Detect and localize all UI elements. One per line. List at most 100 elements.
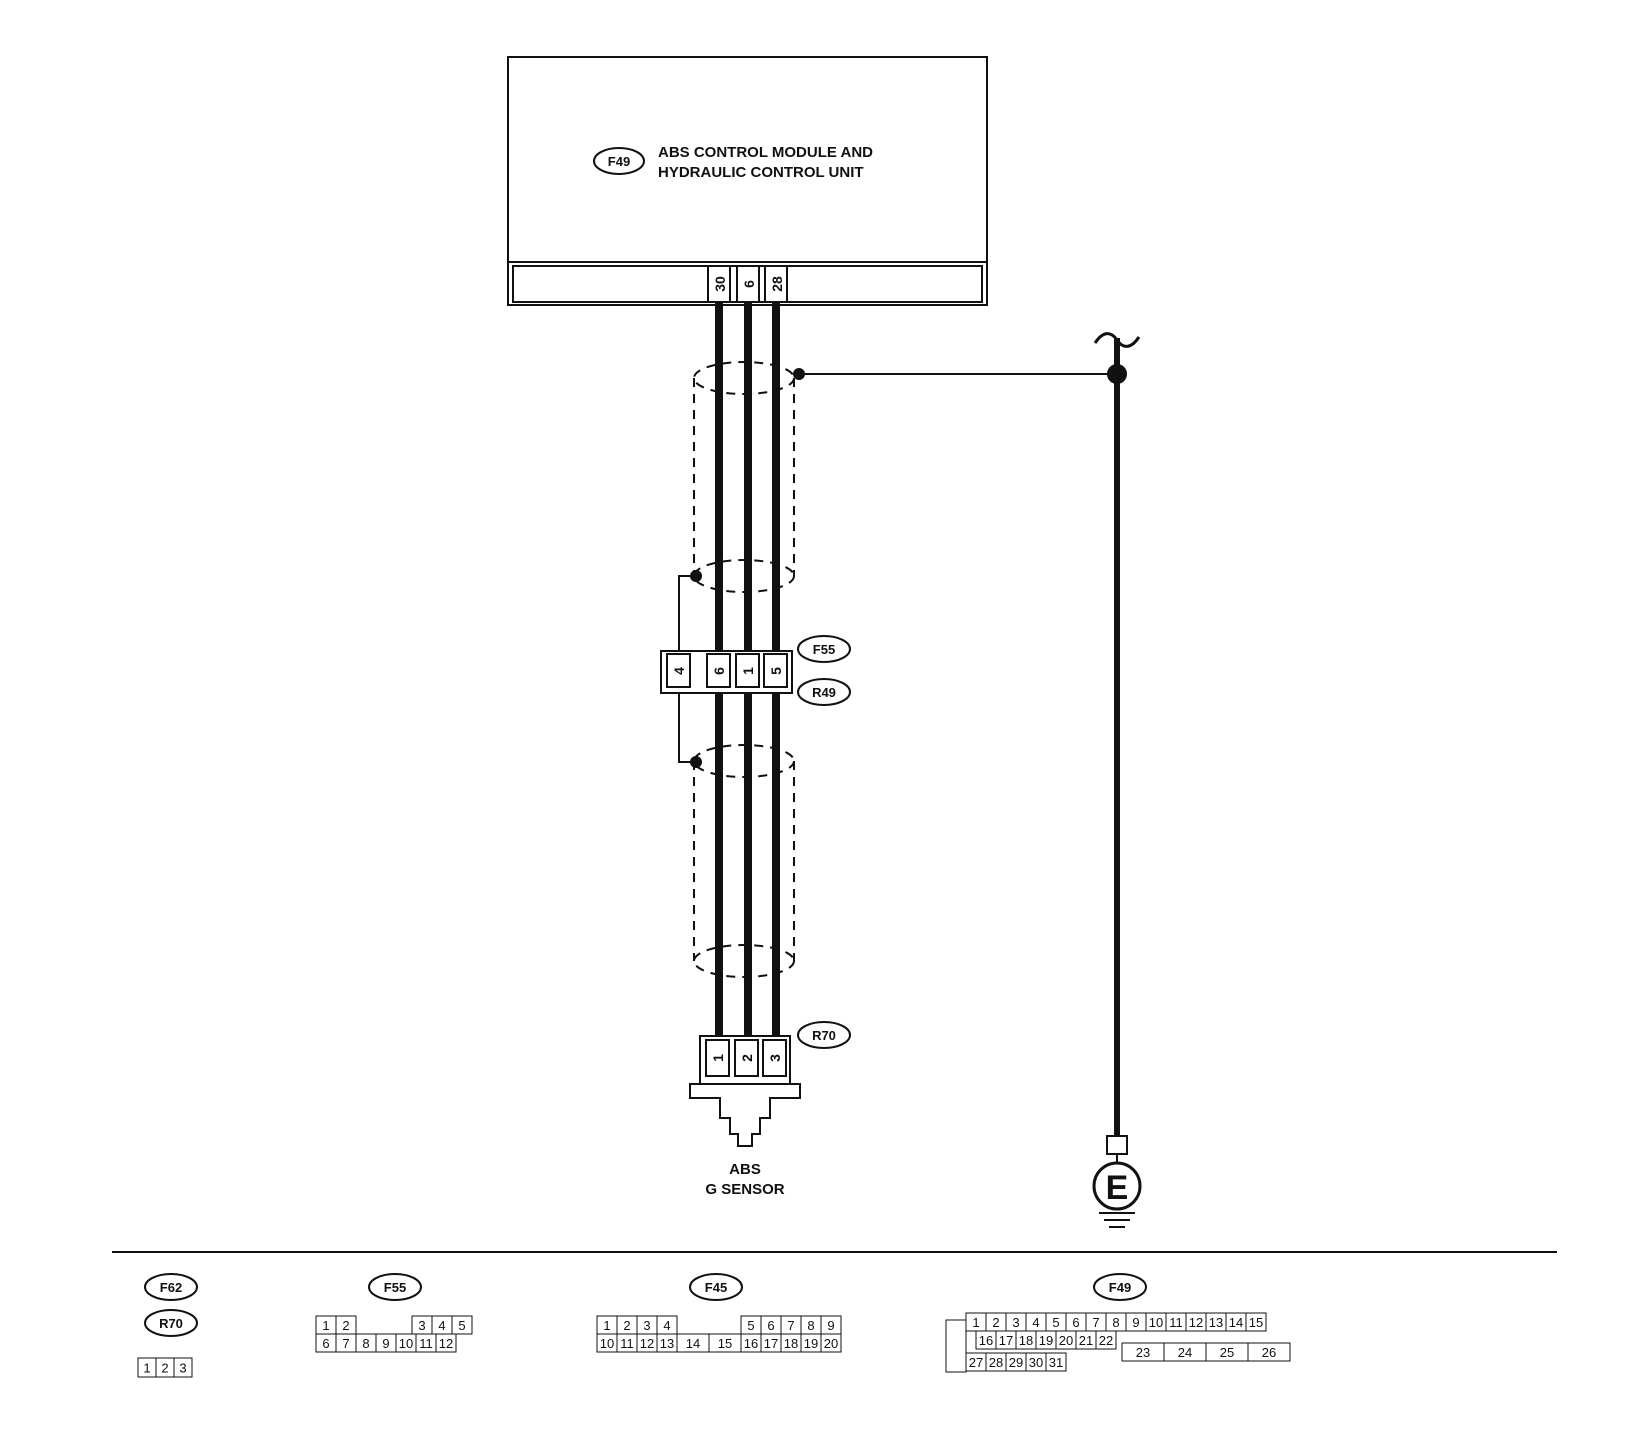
pin-cell: [451, 1315, 473, 1335]
pin-number: 6: [767, 1318, 774, 1333]
pin-number: 5: [1052, 1315, 1059, 1330]
view-code-f55: F55: [384, 1280, 406, 1295]
pin-number: 24: [1178, 1345, 1192, 1360]
pin-number: 7: [787, 1318, 794, 1333]
pin-number: 10: [600, 1336, 614, 1351]
pin-number: 18: [1019, 1333, 1033, 1348]
pin-number: 1: [143, 1361, 150, 1376]
pin-number: 5: [458, 1318, 465, 1333]
pin-number: 2: [623, 1318, 630, 1333]
pin-cell: [820, 1333, 842, 1353]
pin-number: 9: [827, 1318, 834, 1333]
pin-number: 11: [419, 1336, 433, 1351]
junction-pin-1: 4: [671, 667, 687, 675]
pin-number: 1: [322, 1318, 329, 1333]
pin-number: 18: [784, 1336, 798, 1351]
pin-number: 26: [1262, 1345, 1276, 1360]
pin-number: 2: [342, 1318, 349, 1333]
pin-number: 10: [1149, 1315, 1163, 1330]
pin-number: 4: [1032, 1315, 1039, 1330]
pin-number: 27: [969, 1355, 983, 1370]
pin-number: 3: [1012, 1315, 1019, 1330]
view-code-r70: R70: [159, 1316, 183, 1331]
g-sensor: 1 2 3 R70 ABS G SENSOR: [689, 1021, 851, 1198]
module-code: F49: [608, 154, 630, 169]
pin-number: 20: [824, 1336, 838, 1351]
pin-number: 13: [1209, 1315, 1223, 1330]
signal-wires: [715, 302, 780, 1036]
abs-control-module: 30 6 28 F49 ABS CONTROL MODULE AND HYDRA…: [507, 56, 988, 306]
pin-number: 28: [989, 1355, 1003, 1370]
pin-number: 2: [161, 1361, 168, 1376]
pin-cell: [1245, 1312, 1267, 1332]
pin-number: 11: [620, 1336, 634, 1351]
pin-number: 12: [439, 1336, 453, 1351]
pin-number: 31: [1049, 1355, 1063, 1370]
pin-number: 3: [418, 1318, 425, 1333]
pin-number: 8: [807, 1318, 814, 1333]
pin-number: 12: [640, 1336, 654, 1351]
pin-number: 23: [1136, 1345, 1150, 1360]
splice-dots: [690, 364, 1127, 768]
pin-number: 3: [179, 1361, 186, 1376]
ground-circuit: E: [1092, 332, 1142, 1228]
pin-number: 1: [603, 1318, 610, 1333]
module-name-line1: ABS CONTROL MODULE AND: [658, 144, 873, 161]
ground-label: E: [1106, 1169, 1129, 1207]
pin-number: 6: [1072, 1315, 1079, 1330]
pin-number: 8: [1112, 1315, 1119, 1330]
pin-number: 2: [992, 1315, 999, 1330]
pin-number: 17: [764, 1336, 778, 1351]
pin-number: 4: [663, 1318, 670, 1333]
pin-number: 17: [999, 1333, 1013, 1348]
junction-connector: 4 6 1 5 F55 R49: [660, 635, 851, 706]
pin-number: 4: [438, 1318, 445, 1333]
sensor-label-line2: G SENSOR: [705, 1181, 784, 1198]
pin-cell: [1095, 1330, 1117, 1350]
pin-number: 7: [1092, 1315, 1099, 1330]
pin-number: 19: [804, 1336, 818, 1351]
pin-number: 21: [1079, 1333, 1093, 1348]
pin-number: 12: [1189, 1315, 1203, 1330]
sensor-code: R70: [812, 1028, 836, 1043]
pin-number: 9: [382, 1336, 389, 1351]
pin-number: 14: [686, 1336, 700, 1351]
pin-number: 10: [399, 1336, 413, 1351]
pin-number: 13: [660, 1336, 674, 1351]
pin-number: 29: [1009, 1355, 1023, 1370]
pin-number: 11: [1169, 1315, 1183, 1330]
pin-number: 7: [342, 1336, 349, 1351]
pin-number: 15: [718, 1336, 732, 1351]
pin-number: 6: [322, 1336, 329, 1351]
pin-number: 5: [747, 1318, 754, 1333]
pin-number: 25: [1220, 1345, 1234, 1360]
pin-number: 20: [1059, 1333, 1073, 1348]
pin-number: 9: [1132, 1315, 1139, 1330]
pin-number: 19: [1039, 1333, 1053, 1348]
module-pin-2: 6: [741, 280, 757, 288]
module-pin-1: 30: [712, 276, 728, 292]
sensor-pin-1: 1: [710, 1054, 726, 1062]
pin-number: 22: [1099, 1333, 1113, 1348]
view-code-f49: F49: [1109, 1280, 1131, 1295]
pin-number: 14: [1229, 1315, 1243, 1330]
pin-cell: [173, 1357, 193, 1378]
sensor-label-line1: ABS: [729, 1161, 761, 1178]
junction-code-2: R49: [812, 685, 836, 700]
junction-pin-4: 5: [768, 667, 784, 675]
pin-cell: [1045, 1352, 1067, 1372]
junction-pin-3: 1: [740, 667, 756, 675]
pin-number: 1: [972, 1315, 979, 1330]
pin-number: 16: [744, 1336, 758, 1351]
pin-cell: [1247, 1342, 1291, 1362]
view-code-f62: F62: [160, 1280, 182, 1295]
junction-pin-2: 6: [711, 667, 727, 675]
pin-number: 30: [1029, 1355, 1043, 1370]
